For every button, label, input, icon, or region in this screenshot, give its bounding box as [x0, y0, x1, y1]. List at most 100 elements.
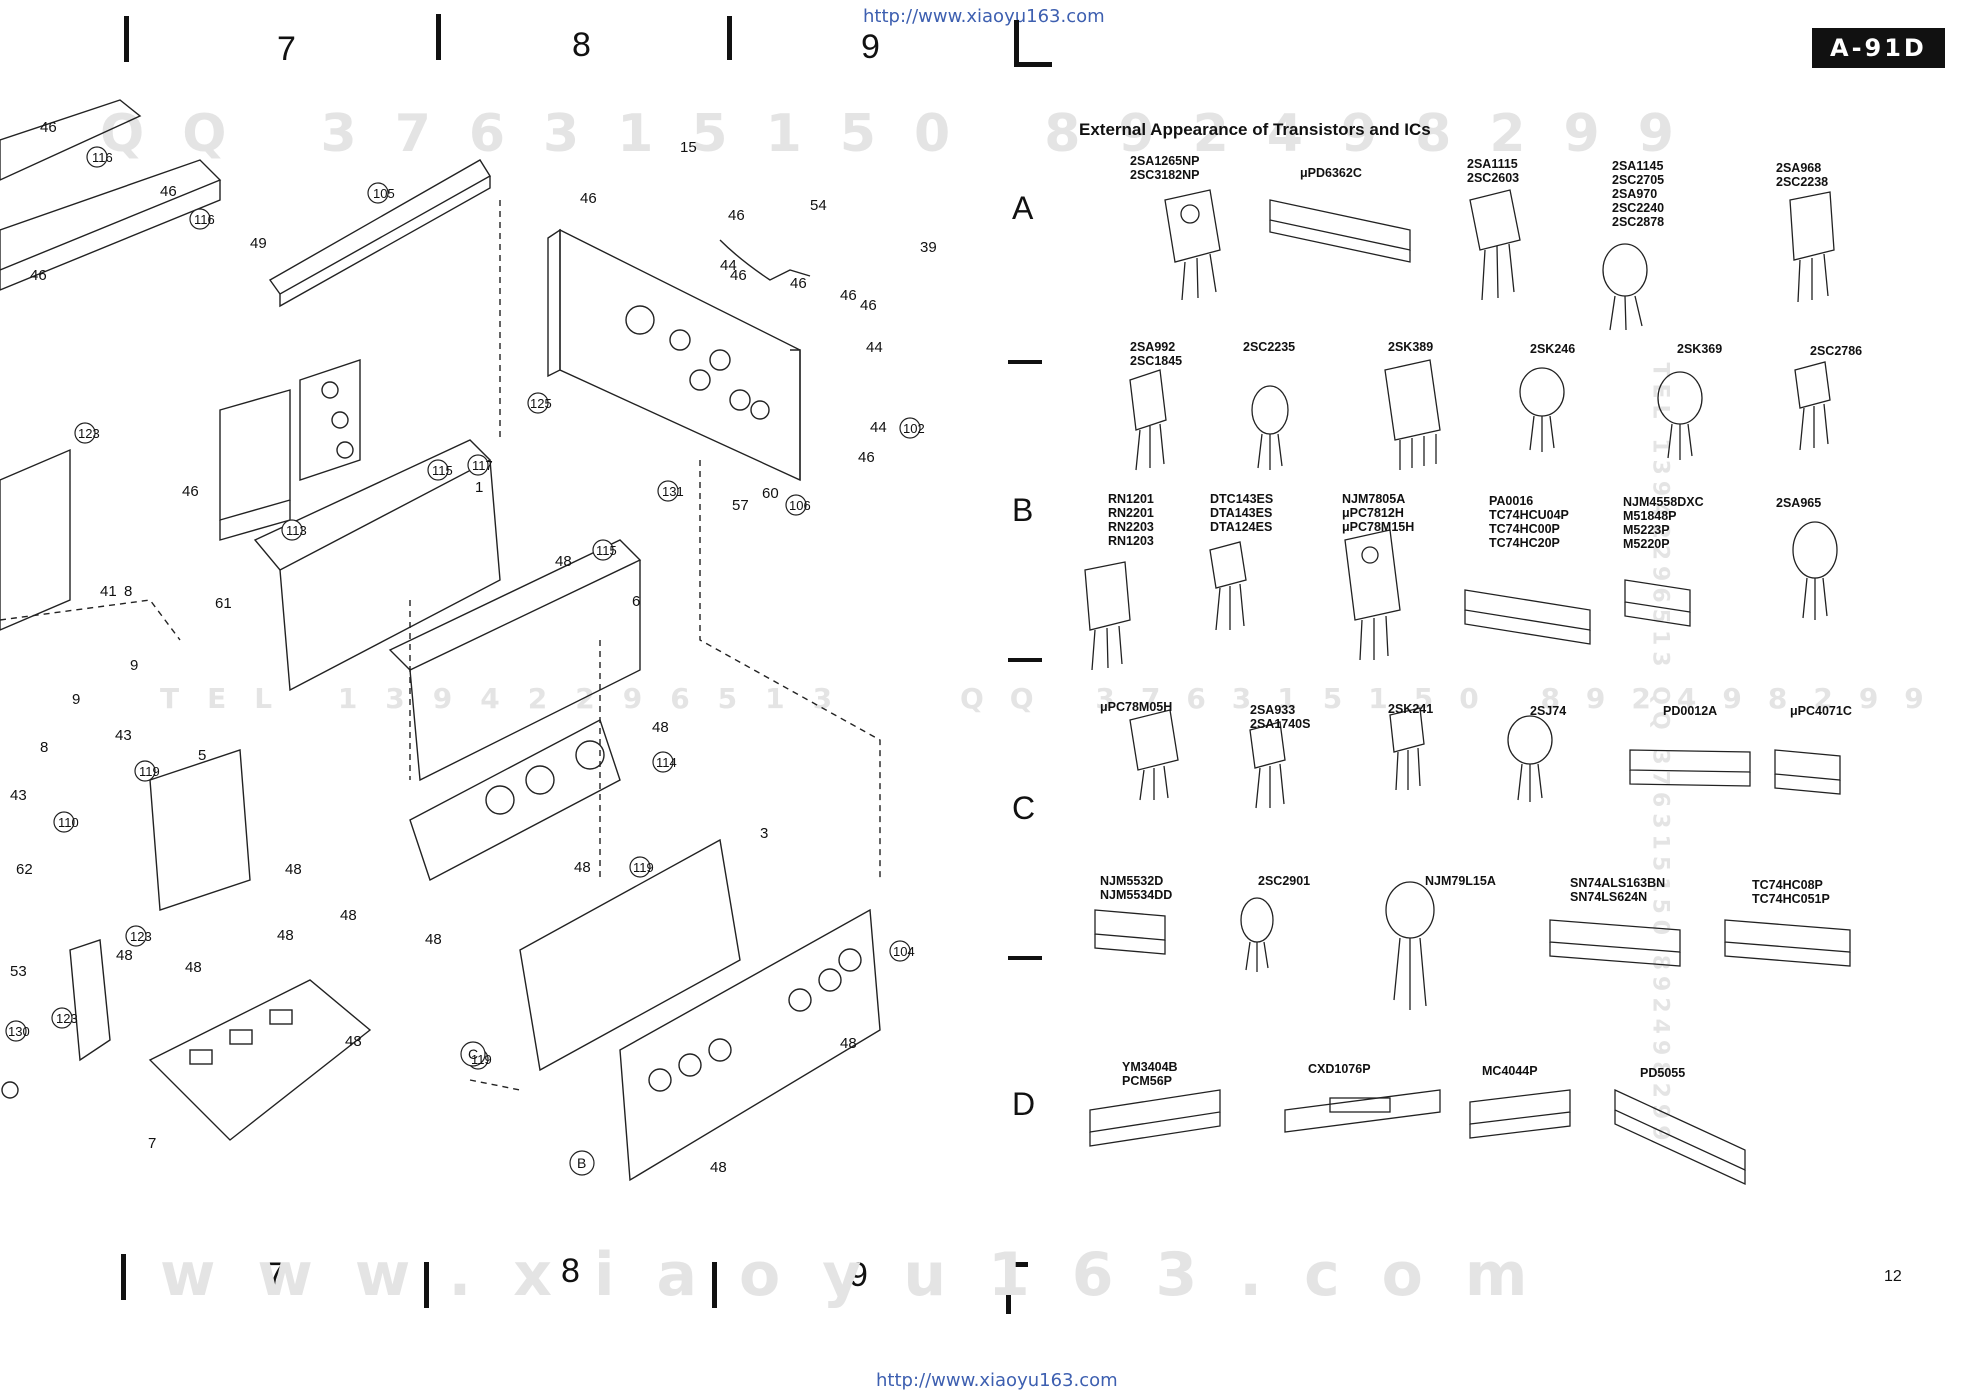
- package-to92-b3: [1794, 361, 1831, 451]
- page-number: 12: [1884, 1268, 1902, 1285]
- component-label-c18: μPC78M05H: [1100, 700, 1173, 714]
- svg-text:54: 54: [810, 197, 827, 214]
- svg-text:46: 46: [580, 190, 597, 207]
- svg-text:8: 8: [124, 583, 132, 600]
- svg-text:6: 6: [632, 593, 640, 610]
- svg-text:46: 46: [160, 183, 177, 200]
- svg-text:116: 116: [194, 212, 215, 227]
- component-label-c11: 2SC2786: [1810, 344, 1863, 358]
- svg-text:48: 48: [710, 1159, 727, 1176]
- component-label-c8: 2SK389: [1388, 340, 1434, 354]
- package-2sc2901: [1240, 897, 1274, 972]
- svg-text:116: 116: [92, 150, 113, 165]
- svg-text:B: B: [577, 1155, 586, 1171]
- svg-text:48: 48: [555, 553, 572, 570]
- row-label-C: C: [1012, 790, 1036, 826]
- svg-text:106: 106: [789, 498, 811, 513]
- component-label-c31: MC4044P: [1482, 1064, 1538, 1078]
- svg-text:123: 123: [56, 1011, 78, 1026]
- svg-text:113: 113: [286, 523, 307, 538]
- svg-text:48: 48: [652, 719, 669, 736]
- package-rn: [1084, 561, 1131, 671]
- package-to3p: [1164, 189, 1221, 301]
- svg-text:5: 5: [198, 747, 206, 764]
- component-label-c32: PD5055: [1640, 1066, 1686, 1080]
- column-number-7: 7: [277, 30, 296, 68]
- svg-text:110: 110: [58, 815, 79, 830]
- svg-text:46: 46: [840, 287, 857, 304]
- svg-text:9: 9: [130, 657, 138, 674]
- svg-text:46: 46: [728, 207, 745, 224]
- svg-text:46: 46: [30, 267, 47, 284]
- package-to220: [1789, 191, 1835, 303]
- package-sip: [1384, 359, 1441, 470]
- column-number-8-bottom: 8: [561, 1252, 580, 1290]
- svg-text:57: 57: [732, 497, 749, 514]
- component-label-c23: μPC4071C: [1790, 704, 1852, 718]
- svg-text:123: 123: [78, 426, 100, 441]
- svg-text:39: 39: [920, 239, 937, 256]
- svg-text:119: 119: [633, 860, 654, 875]
- svg-text:1: 1: [475, 479, 483, 496]
- package-2sj74: [1507, 715, 1553, 802]
- package-dip22: [1269, 199, 1411, 263]
- corner-mark-top-h: [1014, 62, 1052, 67]
- svg-text:48: 48: [340, 907, 357, 924]
- component-label-c7: 2SC2235: [1243, 340, 1296, 354]
- package-tc74hc08: [1724, 919, 1851, 967]
- svg-text:8: 8: [40, 739, 48, 756]
- svg-text:114: 114: [656, 755, 677, 770]
- package-fet1: [1519, 367, 1565, 452]
- svg-text:53: 53: [10, 963, 27, 980]
- component-label-c30: CXD1076P: [1308, 1062, 1371, 1076]
- package-mc4044p: [1469, 1089, 1571, 1139]
- grid-tick: [124, 16, 129, 62]
- package-to92-b2: [1251, 385, 1289, 470]
- row-label-D: D: [1012, 1086, 1036, 1122]
- svg-text:48: 48: [185, 959, 202, 976]
- package-to92l: [1469, 189, 1521, 301]
- svg-text:125: 125: [530, 396, 552, 411]
- package-to92-b1: [1129, 369, 1167, 471]
- package-pd0012a: [1629, 749, 1751, 787]
- svg-text:61: 61: [215, 595, 232, 612]
- component-label-c10: 2SK369: [1677, 342, 1723, 356]
- section-title: External Appearance of Transistors and I…: [1079, 120, 1431, 139]
- package-fet2: [1657, 371, 1703, 460]
- component-label-c25: 2SC2901: [1258, 874, 1311, 888]
- source-url-bottom[interactable]: http://www.xiaoyu163.com: [876, 1370, 1118, 1391]
- source-url-top[interactable]: http://www.xiaoyu163.com: [863, 6, 1105, 27]
- row-label-A: A: [1012, 190, 1034, 226]
- package-78m05: [1129, 709, 1179, 801]
- svg-text:62: 62: [16, 861, 33, 878]
- corner-mark-top: [1014, 20, 1019, 66]
- component-label-c2: μPD6362C: [1300, 166, 1362, 180]
- component-label-c22: PD0012A: [1663, 704, 1718, 718]
- svg-text:43: 43: [10, 787, 27, 804]
- svg-text:117: 117: [472, 458, 493, 473]
- svg-text:48: 48: [277, 927, 294, 944]
- svg-text:104: 104: [893, 944, 915, 959]
- svg-text:3: 3: [760, 825, 768, 842]
- svg-text:15: 15: [680, 139, 697, 156]
- package-2sa965: [1792, 521, 1838, 620]
- svg-text:44: 44: [866, 339, 883, 356]
- package-to126: [1602, 243, 1648, 331]
- grid-tick: [121, 1254, 126, 1300]
- watermark-line3: QQ 376315150 892498299: [960, 682, 1950, 715]
- svg-text:115: 115: [596, 543, 617, 558]
- svg-text:46: 46: [40, 119, 57, 136]
- component-label-c26: NJM79L15A: [1425, 874, 1496, 888]
- model-badge: A-91D: [1812, 28, 1945, 68]
- row-divider: [1008, 360, 1042, 364]
- package-ym3404b: [1089, 1089, 1221, 1147]
- column-number-9-bottom: 9: [849, 1256, 868, 1294]
- column-number-7-bottom: 7: [266, 1256, 285, 1294]
- svg-text:46: 46: [860, 297, 877, 314]
- package-sn74als: [1549, 919, 1681, 967]
